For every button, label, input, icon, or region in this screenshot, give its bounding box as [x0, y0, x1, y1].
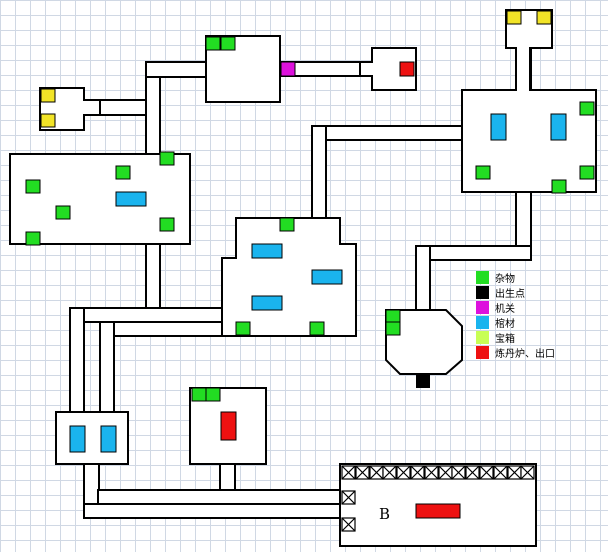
- sundries-marker: [579, 165, 595, 180]
- legend-label: 杂物: [495, 274, 515, 285]
- sundries-marker: [385, 309, 401, 324]
- legend-item-sundries: 杂物: [476, 270, 586, 285]
- sundries-marker: [159, 151, 175, 166]
- coffin: [69, 425, 86, 453]
- room-northeast: [461, 9, 597, 193]
- legend: 杂物出生点机关棺材宝箱炼丹炉、出口: [476, 270, 586, 360]
- corridor: [99, 321, 115, 415]
- legend-item-furnace_exit: 炼丹炉、出口: [476, 345, 586, 360]
- barrier-block: [507, 465, 522, 480]
- barrier-block: [493, 465, 508, 480]
- corridor: [69, 307, 85, 415]
- legend-label: 炼丹炉、出口: [495, 349, 555, 360]
- legend-item-mechanism: 机关: [476, 300, 586, 315]
- barrier-block: [410, 465, 425, 480]
- coffin: [490, 113, 507, 141]
- sundries-group: [25, 36, 595, 402]
- barrier-blocks: [341, 465, 535, 532]
- corridor: [83, 503, 343, 519]
- sundries-marker: [55, 205, 71, 220]
- barrier-block: [438, 465, 453, 480]
- coffin: [251, 295, 283, 311]
- barrier-block: [369, 465, 384, 480]
- sundries-marker: [279, 217, 295, 232]
- legend-label: 机关: [495, 304, 515, 315]
- coffin: [100, 425, 117, 453]
- barrier-block: [341, 465, 356, 480]
- room-furnace-northeast: [359, 47, 417, 91]
- legend-swatch: [476, 286, 489, 299]
- entrance-marker: [536, 10, 552, 25]
- legend-item-treasure: 宝箱: [476, 330, 586, 345]
- sundries-marker: [25, 179, 41, 194]
- sundries-marker: [385, 321, 401, 336]
- barrier-block: [355, 465, 370, 480]
- barrier-block: [451, 465, 466, 480]
- corridor: [415, 245, 431, 313]
- furnace-marker: [220, 411, 237, 441]
- corridor: [99, 321, 223, 337]
- corridor: [311, 125, 327, 221]
- entrance-marker: [40, 113, 56, 128]
- exit-marker: [415, 503, 461, 519]
- entrance-marker: [506, 10, 522, 25]
- coffin: [251, 243, 283, 259]
- sundries-marker: [475, 165, 491, 180]
- mechanism-marker: [280, 61, 296, 77]
- corridor: [311, 125, 463, 141]
- boss-room-label: B: [379, 505, 391, 523]
- legend-label: 出生点: [495, 289, 525, 300]
- barrier-block: [341, 517, 356, 532]
- legend-swatch: [476, 346, 489, 359]
- barrier-block: [396, 465, 411, 480]
- corridor: [415, 245, 532, 261]
- room-southwest: [55, 411, 129, 465]
- spawn-marker: [416, 374, 430, 388]
- barrier-block: [520, 465, 535, 480]
- legend-item-spawn: 出生点: [476, 285, 586, 300]
- legend-label: 宝箱: [495, 334, 515, 345]
- sundries-marker: [309, 321, 325, 336]
- legend-item-coffin: 棺材: [476, 315, 586, 330]
- sundries-marker: [159, 217, 175, 232]
- legend-swatch: [476, 271, 489, 284]
- sundries-marker: [220, 36, 236, 51]
- coffin: [311, 269, 343, 285]
- legend-swatch: [476, 316, 489, 329]
- coffin: [115, 191, 147, 207]
- legend-swatch: [476, 331, 489, 344]
- corridor: [69, 307, 223, 323]
- sundries-marker: [191, 387, 207, 402]
- sundries-marker: [205, 387, 221, 402]
- legend-swatch: [476, 301, 489, 314]
- barrier-block: [424, 465, 439, 480]
- coffin: [550, 113, 567, 141]
- sundries-marker: [205, 36, 221, 51]
- corridor: [145, 61, 209, 78]
- corridor: [97, 489, 343, 505]
- furnace-marker: [399, 61, 415, 77]
- legend-label: 棺材: [495, 319, 515, 330]
- barrier-block: [382, 465, 397, 480]
- sundries-marker: [551, 179, 567, 194]
- sundries-marker: [25, 231, 41, 246]
- barrier-block: [341, 490, 356, 505]
- sundries-marker: [235, 321, 251, 336]
- sundries-marker: [579, 101, 595, 116]
- barrier-block: [465, 465, 480, 480]
- corridor: [145, 239, 161, 311]
- entrance-marker: [40, 88, 56, 103]
- sundries-marker: [115, 165, 131, 180]
- barrier-block: [479, 465, 494, 480]
